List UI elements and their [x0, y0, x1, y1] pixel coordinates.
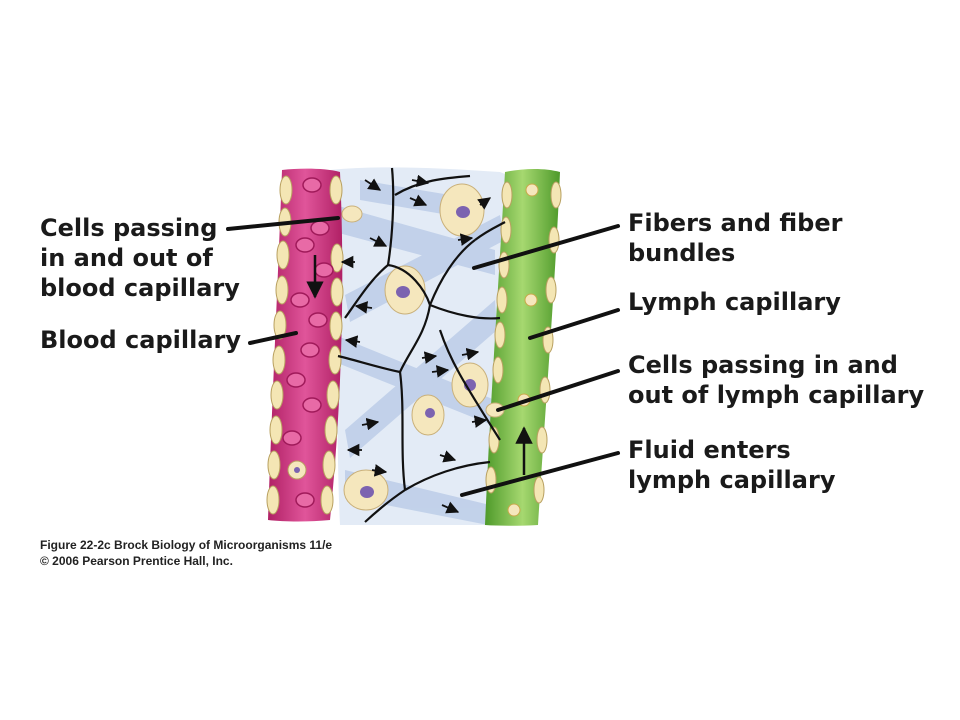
fluid-arrows	[340, 174, 492, 514]
leader-lines	[226, 216, 620, 497]
label-line: out of lymph capillary	[628, 381, 925, 409]
label-line: lymph capillary	[628, 466, 836, 494]
figure-caption: Figure 22-2c Brock Biology of Microorgan…	[40, 538, 333, 552]
lymph-capillary	[485, 169, 562, 526]
label-cells-lymph-capillary: Cells passing in and out of lymph capill…	[628, 350, 924, 410]
label-line: blood capillary	[40, 274, 240, 302]
label-lymph-capillary: Lymph capillary	[628, 288, 841, 316]
label-cells-blood-capillary: Cells passing in and out of blood capill…	[40, 213, 240, 303]
label-fibers: Fibers and fiber bundles	[628, 208, 842, 268]
label-line: Fibers and fiber	[628, 209, 843, 237]
copyright-line: © 2006 Pearson Prentice Hall, Inc.	[40, 554, 233, 568]
label-blood-capillary: Blood capillary	[40, 326, 241, 354]
label-line: Cells passing	[40, 214, 218, 242]
label-line: Fluid enters	[628, 436, 791, 464]
tissue-cells	[341, 183, 505, 511]
label-line: Cells passing in and	[628, 351, 898, 379]
collagen-fibers	[337, 167, 506, 523]
label-fluid-enters: Fluid enters lymph capillary	[628, 435, 835, 495]
label-line: in and out of	[40, 244, 213, 272]
label-line: bundles	[628, 239, 736, 267]
